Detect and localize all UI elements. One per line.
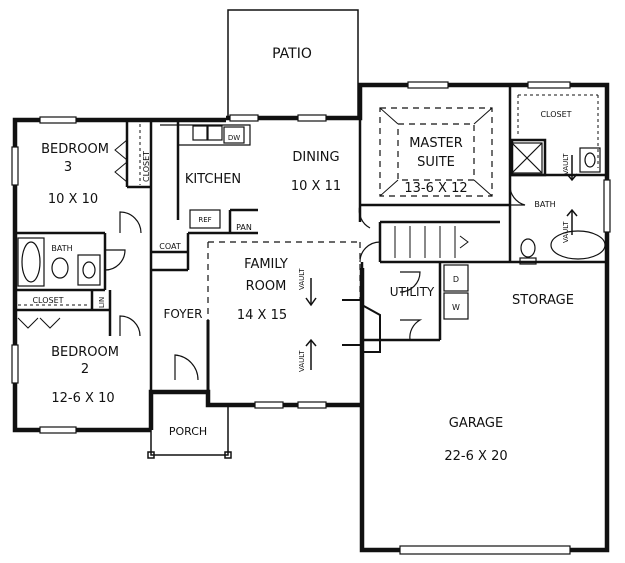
dryer-label: D <box>453 275 459 284</box>
garage-label: GARAGE <box>449 416 503 431</box>
bedroom-2-label: BEDROOM <box>51 345 119 360</box>
dining-label: DINING <box>292 150 339 165</box>
windows <box>11 81 611 434</box>
bedroom-2-number: 2 <box>81 362 89 377</box>
master-size: 13-6 X 12 <box>404 181 467 196</box>
coat-label: COAT <box>159 242 181 251</box>
bedroom-2-closet-label: CLOSET <box>32 296 63 305</box>
porch-label: PORCH <box>169 425 207 438</box>
dining-size: 10 X 11 <box>291 179 341 194</box>
tray-ceiling <box>379 107 493 197</box>
master-closet-label: CLOSET <box>540 110 571 119</box>
garage-size: 22-6 X 20 <box>444 449 507 464</box>
family-room-label: FAMILY <box>244 257 288 272</box>
master-bath-vault-label: VAULT <box>562 153 570 175</box>
linen-label: LIN <box>98 297 106 308</box>
bath-fixtures <box>17 142 606 287</box>
family-room-label-2: ROOM <box>246 279 287 294</box>
bedroom-3-number: 3 <box>64 160 72 175</box>
stairs <box>394 226 469 258</box>
bedroom-2-size: 12-6 X 10 <box>51 391 114 406</box>
dashed-lines <box>207 107 493 320</box>
closet-shelving <box>17 94 599 329</box>
master-label-2: SUITE <box>417 155 455 170</box>
family-vault-label-1: VAULT <box>298 268 306 290</box>
bedroom-3-label: BEDROOM <box>41 142 109 157</box>
dw-label: DW <box>228 134 240 142</box>
master-label: MASTER <box>409 136 463 151</box>
family-vault-label-2: VAULT <box>298 350 306 372</box>
patio-label: PATIO <box>272 46 312 62</box>
foyer-label: FOYER <box>164 307 203 321</box>
garage-door <box>399 545 571 555</box>
vault-arrows <box>305 155 578 370</box>
doors <box>104 184 526 381</box>
ref-label: REF <box>198 216 211 224</box>
room-labels: PATIO BEDROOM 3 10 X 10 CLOSET KITCHEN D… <box>32 46 573 464</box>
patio-outline <box>227 9 359 119</box>
kitchen-fixtures <box>160 124 251 229</box>
bedroom-3-closet-label: CLOSET <box>142 151 151 182</box>
pantry-label: PAN <box>236 223 252 232</box>
laundry <box>443 264 469 320</box>
family-room-size: 14 X 15 <box>237 308 287 323</box>
bedroom-3-size: 10 X 10 <box>48 192 98 207</box>
tub-vault-label: VAULT <box>562 221 570 243</box>
kitchen-label: KITCHEN <box>185 172 241 187</box>
washer-label: W <box>452 303 460 312</box>
porch-outline <box>147 320 232 459</box>
master-bath-label: BATH <box>534 200 555 209</box>
utility-label: UTILITY <box>390 285 435 299</box>
bath-label: BATH <box>51 244 72 253</box>
interior-walls <box>15 85 607 392</box>
storage-label: STORAGE <box>512 293 574 308</box>
